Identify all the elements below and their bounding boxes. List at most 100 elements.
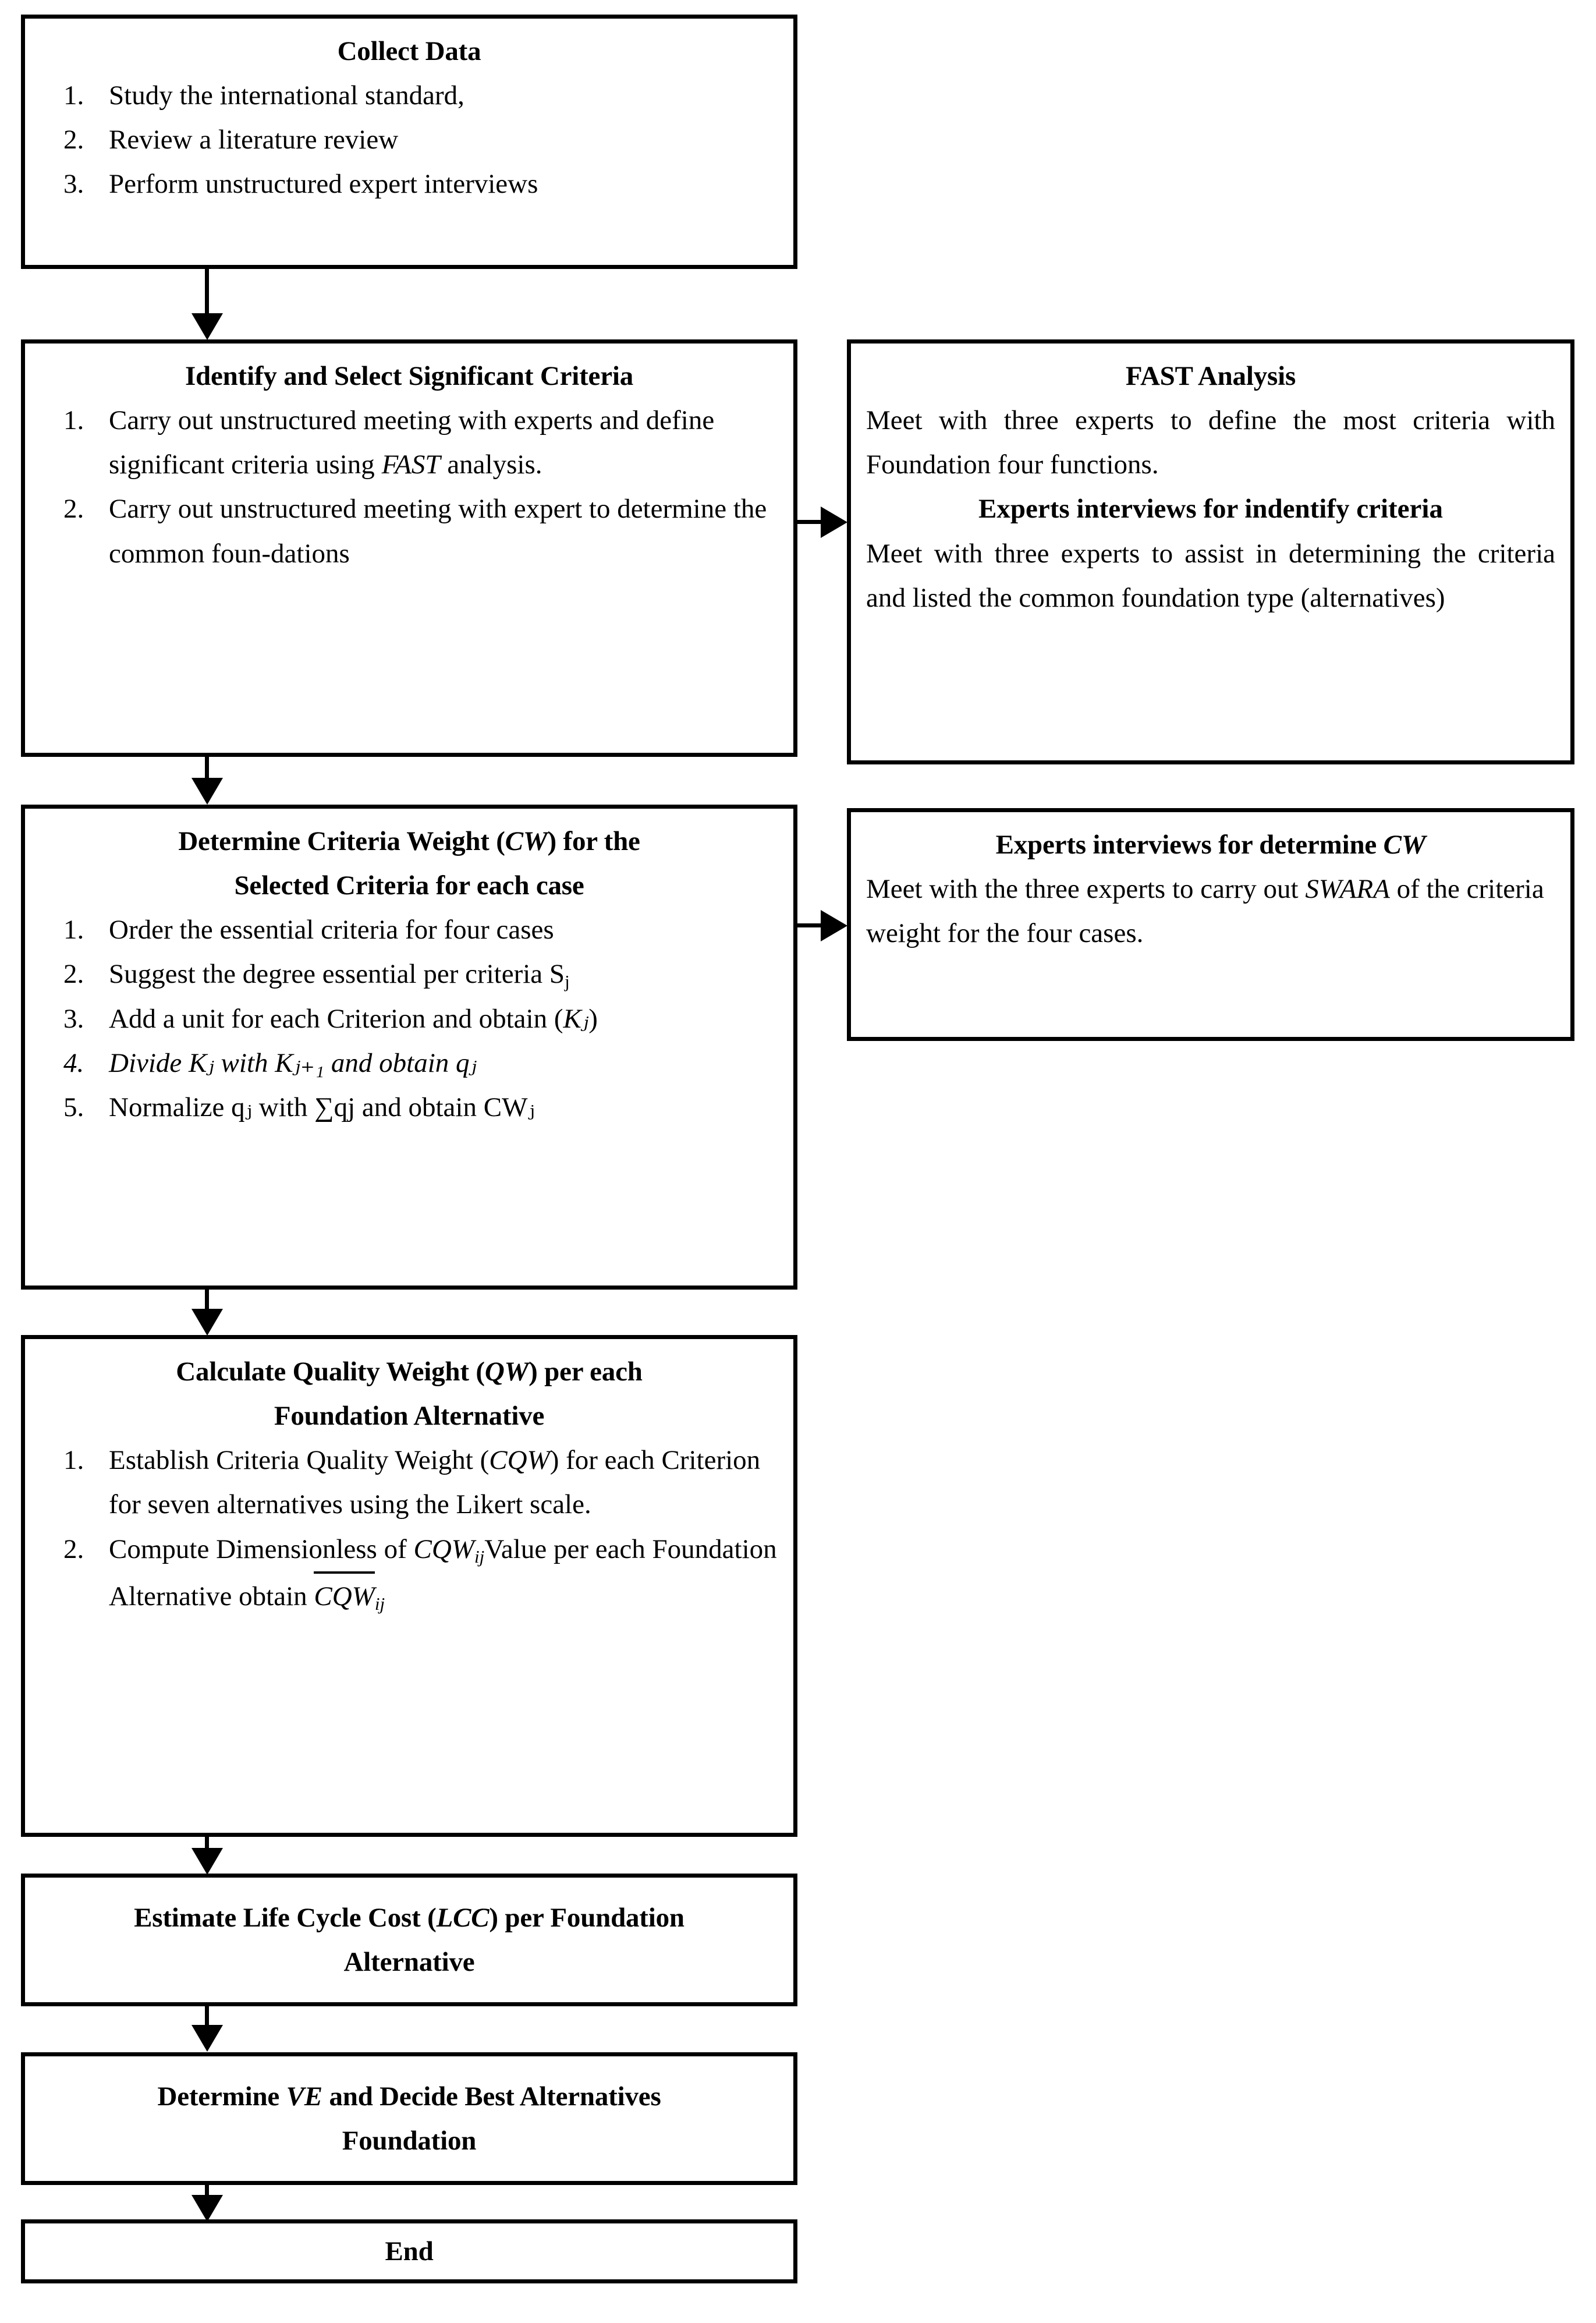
determine-cw-title-b: ) for the xyxy=(547,826,640,856)
estimate-lcc-title-a: Estimate Life Cycle Cost ( xyxy=(134,1902,437,1933)
box-end: End xyxy=(21,2219,797,2283)
step-text: Study the international standard, xyxy=(109,80,464,111)
fast-analysis-paragraph-1: Meet with three experts to define the mo… xyxy=(866,405,1555,480)
step-number: 2. xyxy=(63,1534,84,1564)
step-number: 5. xyxy=(63,1092,84,1122)
estimate-lcc-title: Estimate Life Cycle Cost (LCC) per Found… xyxy=(134,1896,684,1984)
fast-analysis-paragraph-2: Meet with three experts to assist in det… xyxy=(866,538,1555,613)
connector-determine-ve-to-end-line xyxy=(205,2185,209,2199)
step-text-b: Value per each Foundation Alternative ob… xyxy=(109,1534,777,1612)
list-item: 2.Review a literature review xyxy=(40,118,778,162)
determine-ve-title-b: and Decide Best Alternatives xyxy=(322,2081,661,2112)
box-determine-ve: Determine VE and Decide Best Alternative… xyxy=(21,2052,797,2185)
step-text: Divide Kⱼ with Kⱼ₊₁ and obtain qⱼ xyxy=(109,1047,477,1078)
step-text: Normalize qⱼ with ∑qj and obtain CWⱼ xyxy=(109,1092,535,1122)
determine-cw-title-emphasis: CW xyxy=(505,826,548,856)
calculate-qw-step-list: 1.Establish Criteria Quality Weight (CQW… xyxy=(40,1438,778,1619)
calculate-qw-title-a: Calculate Quality Weight ( xyxy=(176,1357,485,1387)
step-text-a: Carry out unstructured meeting with expe… xyxy=(109,494,767,569)
collect-data-title: Collect Data xyxy=(337,36,481,66)
fast-analysis-title: FAST Analysis xyxy=(1125,361,1296,391)
step-text-b: ) for each Criterion for seven alternati… xyxy=(109,1445,761,1520)
end-title: End xyxy=(385,2236,434,2267)
box-identify-criteria: Identify and Select Significant Criteria… xyxy=(21,339,797,757)
estimate-lcc-title-line-2: Alternative xyxy=(343,1947,475,1977)
step-text: Add a unit for each Criterion and obtain… xyxy=(109,1003,563,1034)
estimate-lcc-title-emphasis: LCC xyxy=(436,1902,490,1933)
step-number: 1. xyxy=(63,1445,84,1476)
step-text-a: Establish Criteria Quality Weight ( xyxy=(109,1445,490,1476)
experts-cw-title-a: Experts interviews for determine xyxy=(995,830,1384,860)
determine-cw-title-a: Determine Criteria Weight ( xyxy=(178,826,505,856)
experts-cw-title: Experts interviews for determine CW xyxy=(866,823,1555,867)
determine-ve-title-emphasis: VE xyxy=(286,2081,323,2112)
connector-identify-to-fast-line xyxy=(797,520,825,524)
connector-determine-cw-to-calculate-qw-arrowhead xyxy=(191,1309,223,1336)
identify-criteria-step-list: 1. Carry out unstructured meeting with ex… xyxy=(40,398,778,576)
step-text-a: Carry out unstructured meeting with expe… xyxy=(109,405,715,480)
experts-cw-paragraph-b: of the criteria weight for the four case… xyxy=(866,874,1544,949)
connector-identify-to-fast-arrowhead xyxy=(821,507,847,538)
connector-determine-cw-to-experts-cw-arrowhead xyxy=(821,910,847,941)
experts-cw-paragraph-emphasis: SWARA xyxy=(1305,874,1390,905)
experts-cw-paragraph: Meet with the three experts to carry out… xyxy=(866,867,1555,955)
list-item: 2. Suggest the degree essential per crite… xyxy=(40,952,778,996)
step-number: 2. xyxy=(63,494,84,525)
step-number: 2. xyxy=(63,959,84,990)
determine-ve-title-a: Determine xyxy=(157,2081,286,2112)
box-determine-cw: Determine Criteria Weight (CW) for the S… xyxy=(21,805,797,1290)
step-text-b: analysis. xyxy=(440,449,542,480)
step-number: 3. xyxy=(63,169,84,200)
step-text-a: Compute Dimensionless of xyxy=(109,1534,414,1564)
step-emphasis: CQW xyxy=(489,1445,550,1476)
step-overline-symbol: CQW xyxy=(314,1571,375,1619)
step-overline-subscript: ij xyxy=(374,1593,385,1614)
box-collect-data: Collect Data 1. Study the international s… xyxy=(21,15,797,269)
step-subscript: j xyxy=(565,971,570,992)
step-number: 1. xyxy=(63,915,84,946)
identify-criteria-title: Identify and Select Significant Criteria xyxy=(185,361,634,391)
estimate-lcc-title-b: ) per Foundation xyxy=(489,1902,684,1933)
experts-cw-paragraph-a: Meet with the three experts to carry out xyxy=(866,874,1306,905)
connector-estimate-lcc-to-determine-ve-arrowhead xyxy=(191,2025,223,2052)
calculate-qw-title: Calculate Quality Weight (QW) per each F… xyxy=(40,1350,778,1438)
experts-cw-title-emphasis: CW xyxy=(1383,830,1426,860)
step-text: Order the essential criteria for four ca… xyxy=(109,915,554,946)
list-item: 3.Perform unstructured expert interviews xyxy=(40,162,778,206)
determine-ve-title-line-2: Foundation xyxy=(342,2126,477,2156)
step-number: 3. xyxy=(63,1003,84,1034)
box-estimate-lcc: Estimate Life Cycle Cost (LCC) per Found… xyxy=(21,1874,797,2006)
step-number: 4. xyxy=(63,1047,84,1078)
box-experts-cw: Experts interviews for determine CW Meet… xyxy=(847,808,1574,1041)
connector-determine-cw-to-experts-cw-line xyxy=(797,923,825,927)
list-item: 1. Carry out unstructured meeting with ex… xyxy=(40,398,778,487)
fast-analysis-subtitle: Experts interviews for indentify criteri… xyxy=(978,494,1443,525)
calculate-qw-title-line-2: Foundation Alternative xyxy=(274,1401,545,1432)
step-emphasis: FAST xyxy=(381,449,441,480)
determine-cw-step-list: 1. Order the essential criteria for four … xyxy=(40,908,778,1129)
step-emphasis: CQW xyxy=(413,1534,474,1564)
step-number: 1. xyxy=(63,80,84,111)
calculate-qw-title-emphasis: QW xyxy=(484,1357,529,1387)
determine-cw-title: Determine Criteria Weight (CW) for the S… xyxy=(40,819,778,908)
list-item: 1. Order the essential criteria for four … xyxy=(40,908,778,952)
list-item: 1. Study the international standard, xyxy=(40,73,778,118)
connector-collect-to-identify-arrowhead xyxy=(191,313,223,340)
connector-estimate-lcc-to-determine-ve-line xyxy=(205,2006,209,2030)
list-item: 1. Establish Criteria Quality Weight (CQW… xyxy=(40,1438,778,1527)
list-item: 2.Compute Dimensionless of CQWijValue pe… xyxy=(40,1527,778,1619)
connector-identify-to-determine-cw-arrowhead xyxy=(191,778,223,805)
list-item: 2. Carry out unstructured meeting with ex… xyxy=(40,487,778,575)
box-fast-analysis: FAST Analysis Meet with three experts to… xyxy=(847,339,1574,764)
determine-ve-title: Determine VE and Decide Best Alternative… xyxy=(157,2074,661,2163)
list-item: 3. Add a unit for each Criterion and obta… xyxy=(40,997,778,1041)
connector-calculate-qw-to-estimate-lcc-line xyxy=(205,1837,209,1854)
step-text: Suggest the degree essential per criteri… xyxy=(109,959,565,990)
step-number: 1. xyxy=(63,405,84,436)
connector-collect-to-identify-line xyxy=(205,269,209,314)
step-number: 2. xyxy=(63,125,84,155)
connector-determine-ve-to-end-arrowhead xyxy=(191,2195,223,2222)
collect-data-step-list: 1. Study the international standard, 2.Re… xyxy=(40,73,778,206)
step-tail: ) xyxy=(588,1003,598,1034)
